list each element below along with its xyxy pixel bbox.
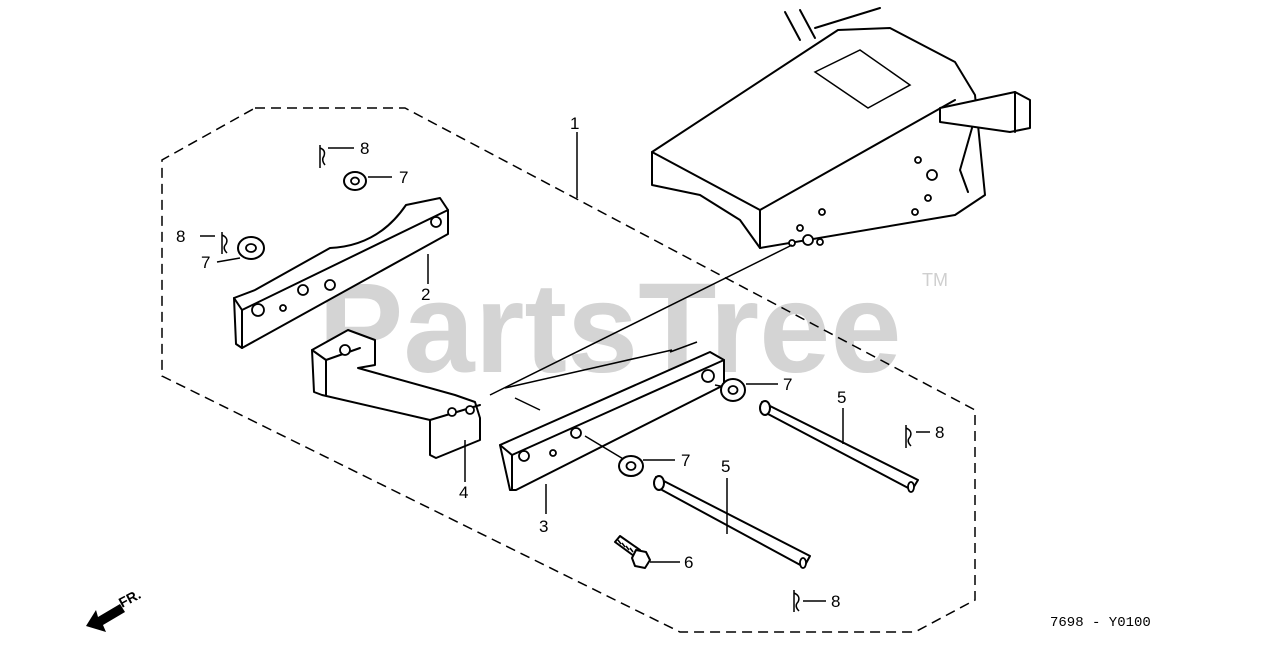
callout-7-right: 7 xyxy=(783,375,792,394)
link-plate-upper xyxy=(233,197,449,349)
callout-2: 2 xyxy=(421,285,430,304)
callout-8-upper: 8 xyxy=(360,139,369,158)
guide-line xyxy=(514,397,541,411)
u-bracket xyxy=(311,329,481,459)
washer-left xyxy=(237,236,265,260)
guide-line xyxy=(504,349,673,389)
diagram-code: 7698 - Y0100 xyxy=(1050,615,1151,631)
callout-7-left: 7 xyxy=(201,253,210,272)
tractor-deck xyxy=(651,7,1031,249)
guide-line xyxy=(669,341,698,353)
bolt xyxy=(614,535,651,569)
hair-pin-clip-upper xyxy=(319,145,326,168)
callout-1: 1 xyxy=(570,114,579,133)
trademark: TM xyxy=(922,270,948,290)
front-direction-arrow-icon xyxy=(86,604,125,632)
callout-6: 6 xyxy=(684,553,693,572)
callout-3: 3 xyxy=(539,517,548,536)
washer-lower xyxy=(618,455,644,477)
hair-pin-clip-left xyxy=(221,232,228,254)
hair-pin-clip-right xyxy=(905,425,912,448)
guide-line xyxy=(584,435,626,461)
callout-5-lower: 5 xyxy=(721,457,730,476)
callout-5-right: 5 xyxy=(837,388,846,407)
deck-panel-label xyxy=(813,49,912,109)
callout-8-left: 8 xyxy=(176,227,185,246)
callout-8-lower: 8 xyxy=(831,592,840,611)
callout-4: 4 xyxy=(459,483,468,502)
pin-lower xyxy=(653,475,811,569)
assembly-boundary xyxy=(161,107,976,633)
pin-right xyxy=(759,400,919,493)
callout-8-right: 8 xyxy=(935,423,944,442)
callout-7-upper: 7 xyxy=(399,168,408,187)
washer-upper xyxy=(343,171,367,191)
watermark: PartsTree xyxy=(318,257,902,400)
hair-pin-clip-lower xyxy=(793,590,800,612)
callout-7-lower: 7 xyxy=(681,451,690,470)
washer-right xyxy=(720,378,746,402)
guide-line xyxy=(489,244,793,396)
leader-lines xyxy=(200,132,930,602)
